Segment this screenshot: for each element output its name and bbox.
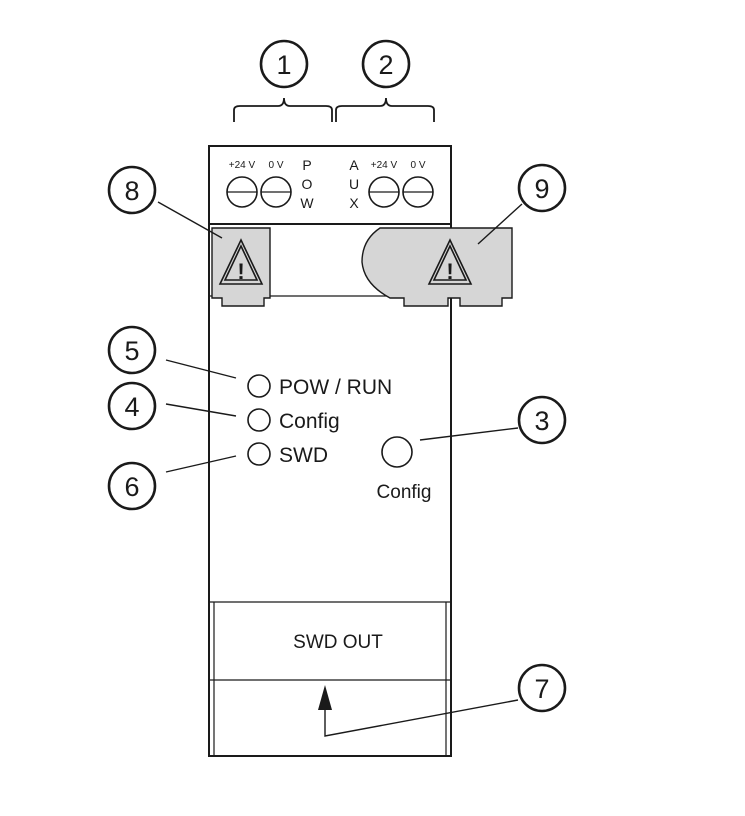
led-pow-run-label: POW / RUN <box>279 376 392 399</box>
warning-exclamation-icon: ! <box>446 259 453 284</box>
leader-6 <box>165 455 237 473</box>
power-zero-label: 0 V <box>268 160 283 171</box>
aux-plus24-screw[interactable] <box>368 176 400 208</box>
config-button[interactable] <box>381 436 413 468</box>
callout-1: 1 <box>259 39 309 89</box>
callout-4: 4 <box>107 381 157 431</box>
power-letter-p: P <box>302 157 311 173</box>
leader-5 <box>165 359 237 379</box>
config-button-label: Config <box>377 482 432 503</box>
led-swd: SWD <box>247 442 328 467</box>
callout-7: 7 <box>517 663 567 713</box>
power-letter-w: W <box>300 195 314 211</box>
svg-text:5: 5 <box>124 336 139 366</box>
leader-7 <box>324 699 519 737</box>
leader-9 <box>477 203 523 245</box>
swd-out-label: SWD OUT <box>293 632 383 653</box>
aux-letter-a: A <box>349 157 359 173</box>
device-housing <box>208 223 452 757</box>
swd-out-connector[interactable] <box>318 685 332 710</box>
leader-4 <box>165 403 237 417</box>
warning-triangle-icon <box>427 238 473 285</box>
aux-terminal-block: A U X +24 V 0 V <box>349 157 434 211</box>
aux-letter-x: X <box>349 195 359 211</box>
aux-plus24-label: +24 V <box>371 160 398 171</box>
aux-connector-warning-block[interactable]: ! <box>361 227 513 307</box>
led-config: Config <box>247 408 340 433</box>
leader-3 <box>419 427 519 441</box>
warning-exclamation-icon: ! <box>237 259 244 284</box>
aux-letter-u: U <box>349 176 359 192</box>
brace-power-terminals <box>233 97 333 122</box>
led-config-label: Config <box>279 410 340 433</box>
callout-9: 9 <box>517 163 567 213</box>
svg-text:7: 7 <box>534 674 549 704</box>
arrow-up-icon <box>318 685 332 710</box>
svg-text:8: 8 <box>124 176 139 206</box>
svg-text:3: 3 <box>534 406 549 436</box>
callout-3: 3 <box>517 395 567 445</box>
power-plus24-screw[interactable] <box>226 176 258 208</box>
power-zero-screw[interactable] <box>260 176 292 208</box>
power-letter-o: O <box>302 176 313 192</box>
device-body <box>208 145 452 757</box>
callout-2: 2 <box>361 39 411 89</box>
svg-text:6: 6 <box>124 472 139 502</box>
led-swd-label: SWD <box>279 444 328 467</box>
power-connector-warning-block[interactable]: ! <box>211 227 271 307</box>
aux-zero-label: 0 V <box>410 160 425 171</box>
callout-6: 6 <box>107 461 157 511</box>
brace-aux-terminals <box>335 97 435 122</box>
power-plus24-label: +24 V <box>229 160 256 171</box>
svg-text:9: 9 <box>534 174 549 204</box>
svg-text:4: 4 <box>124 392 139 422</box>
aux-zero-screw[interactable] <box>402 176 434 208</box>
leader-8 <box>157 201 223 239</box>
svg-text:1: 1 <box>276 50 291 80</box>
power-terminal-block: +24 V 0 V P O W <box>226 157 314 211</box>
svg-text:2: 2 <box>378 50 393 80</box>
warning-triangle-icon <box>218 238 264 285</box>
callout-5: 5 <box>107 325 157 375</box>
led-pow-run: POW / RUN <box>247 374 392 399</box>
callout-8: 8 <box>107 165 157 215</box>
